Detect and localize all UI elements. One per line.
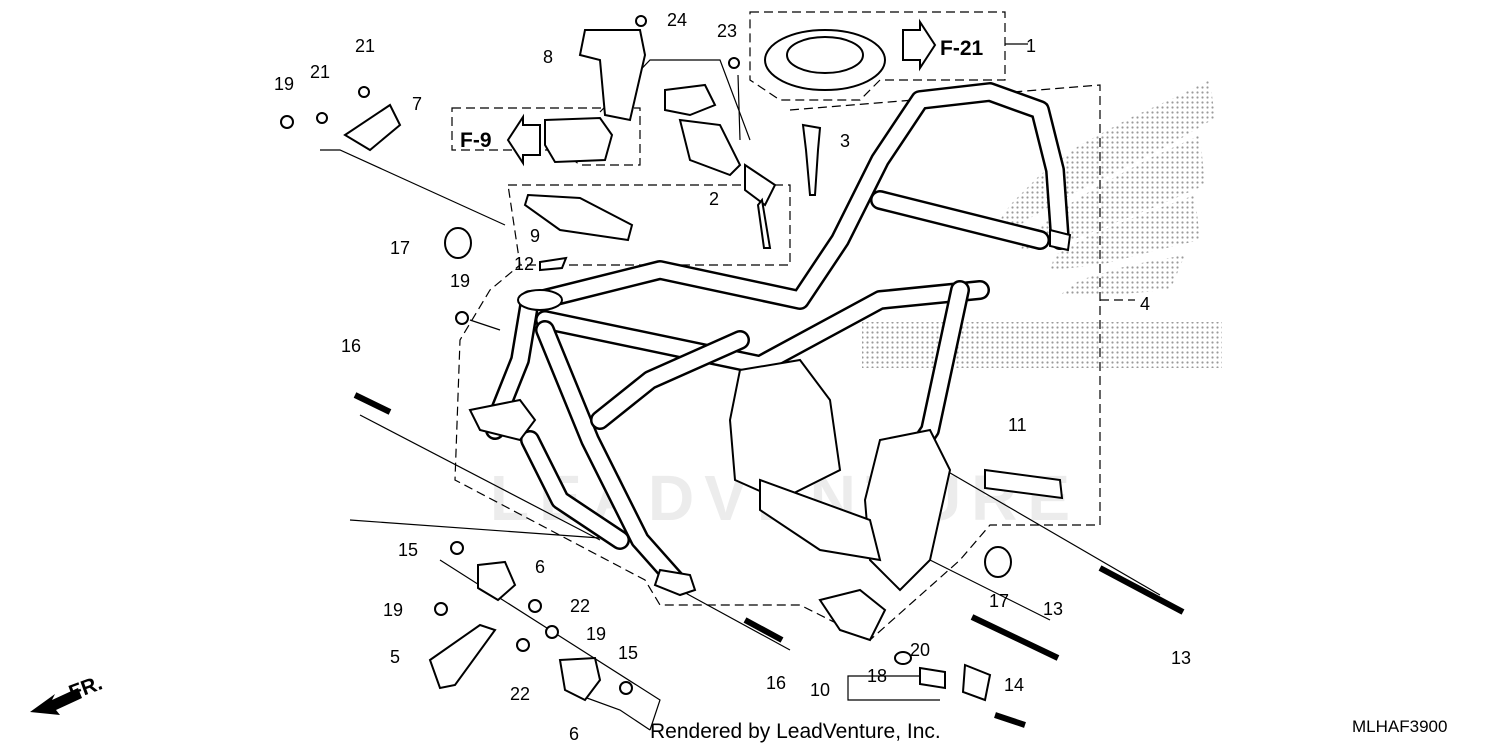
bolt-16-lower: [743, 617, 784, 643]
stay-5: [428, 623, 497, 690]
collar-set-10: [919, 663, 992, 702]
callout-8: 8: [543, 47, 553, 67]
callout-24: 24: [667, 10, 687, 30]
diagram-code: MLHAF3900: [1352, 717, 1447, 736]
bolt-13-short: [970, 614, 1060, 661]
bolt-16-upper: [353, 392, 392, 415]
fuel-cap-assembly: [764, 29, 886, 91]
callout-19-top: 19: [274, 74, 294, 94]
ref-arrow-f21: F-21: [902, 18, 984, 72]
callout-2: 2: [709, 189, 719, 209]
bracket-6-lower: [558, 656, 602, 702]
bracket-8: [578, 29, 647, 122]
callout-15-upper: 15: [398, 540, 418, 560]
callout-20: 20: [910, 640, 930, 660]
ref-arrow-f9: F-9: [460, 113, 541, 167]
callout-6-upper: 6: [535, 557, 545, 577]
part-number-labels: 1 2 3 4 5 6 6 7 8 9 10 11 12 13 13 14 15…: [274, 10, 1191, 744]
bracket-6-upper: [477, 560, 517, 602]
callout-22-lower: 22: [510, 684, 530, 704]
callout-9: 9: [530, 226, 540, 246]
callout-17-lower: 17: [989, 591, 1009, 611]
ignition-key: [801, 123, 822, 196]
callout-6-lower: 6: [569, 724, 579, 744]
grommet-17-lower: [984, 546, 1012, 578]
callout-13-upper: 13: [1043, 599, 1063, 619]
callout-18: 18: [867, 666, 887, 686]
svg-text:FR.: FR.: [66, 672, 106, 705]
bolt-14: [994, 712, 1026, 728]
seat-latch-panel-9: [523, 193, 634, 242]
small-parts: [280, 15, 740, 695]
svg-text:F-21: F-21: [940, 37, 984, 60]
grommet-17-upper: [444, 227, 472, 259]
callout-7: 7: [412, 94, 422, 114]
callout-13-lower: 13: [1171, 648, 1191, 668]
tube-11: [984, 468, 1064, 500]
frame-body: [468, 82, 1072, 642]
callout-14: 14: [1004, 675, 1024, 695]
callout-19-mid: 19: [450, 271, 470, 291]
callout-4: 4: [1140, 294, 1150, 314]
callout-19-lower-left: 19: [383, 600, 403, 620]
callout-21-lower: 21: [310, 62, 330, 82]
callout-23: 23: [717, 21, 737, 41]
callout-12: 12: [514, 254, 534, 274]
callout-22-upper: 22: [570, 596, 590, 616]
callout-15-lower: 15: [618, 643, 638, 663]
ignition-switch: [664, 83, 777, 249]
honda-wing-logo-watermark: [862, 80, 1222, 368]
callout-16-lower: 16: [766, 673, 786, 693]
callout-1: 1: [1026, 36, 1036, 56]
stay-7: [343, 103, 402, 152]
callout-19-lower-right: 19: [586, 624, 606, 644]
bolt-13-long: [1098, 565, 1185, 615]
callout-3: 3: [840, 131, 850, 151]
credit-text: Rendered by LeadVenture, Inc.: [650, 720, 941, 743]
connector-block: [544, 116, 614, 164]
callout-10: 10: [810, 680, 830, 700]
svg-text:F-9: F-9: [460, 129, 492, 152]
washer-20: [894, 651, 912, 665]
callout-11: 11: [1008, 415, 1027, 435]
callout-21-upper: 21: [355, 36, 375, 56]
leader-lines: [320, 11, 1161, 731]
callout-16-upper: 16: [341, 336, 361, 356]
callout-17-upper: 17: [390, 238, 410, 258]
callout-5: 5: [390, 647, 400, 667]
front-direction-arrow: FR.: [30, 672, 105, 715]
